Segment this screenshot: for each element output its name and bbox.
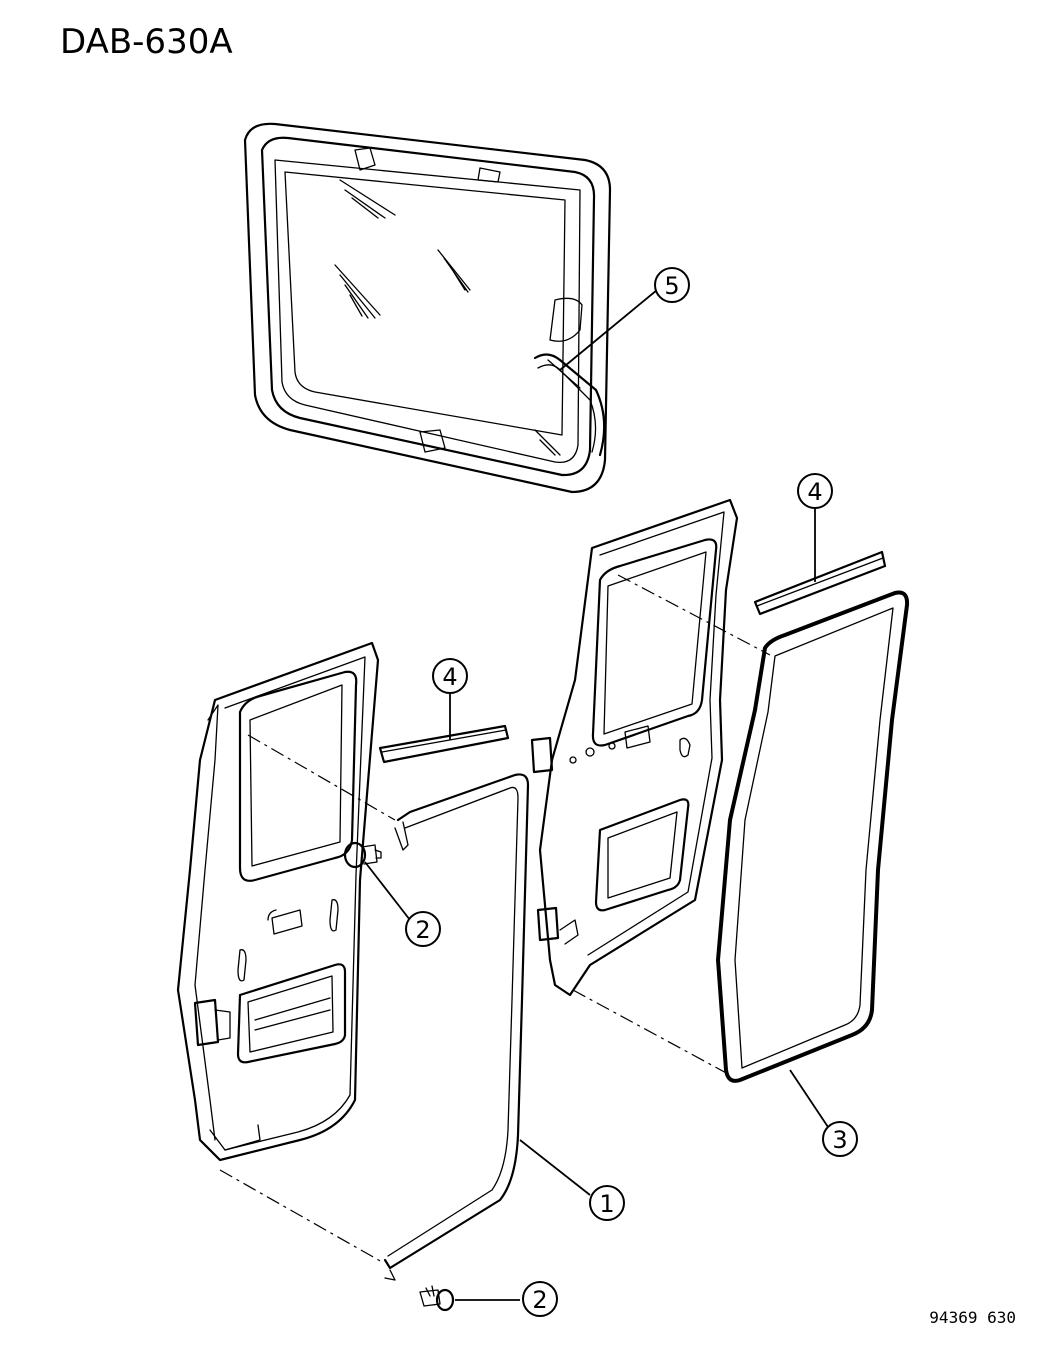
right-door-weatherstrip: [716, 590, 910, 1083]
alignment-lines: [219, 574, 771, 1263]
right-rear-door: [530, 498, 739, 997]
callout-3: 3: [822, 1121, 858, 1157]
left-door-weatherstrip: [383, 773, 530, 1281]
callout-label: 2: [415, 916, 430, 944]
callout-label: 2: [532, 1286, 547, 1314]
left-drip-strip: [378, 724, 510, 764]
left-rear-door: [176, 641, 380, 1162]
callout-2-upper: 2: [405, 911, 441, 947]
push-pin-fastener-upper: [343, 841, 382, 869]
leader-lines: [364, 289, 831, 1301]
callout-2-lower: 2: [522, 1281, 558, 1317]
callout-4-left: 4: [432, 658, 468, 694]
right-drip-strip: [753, 550, 887, 616]
callout-4-right: 4: [797, 473, 833, 509]
window-glass-assembly: [243, 122, 612, 494]
callout-label: 4: [442, 663, 457, 691]
push-pin-fastener-lower: [419, 1285, 455, 1312]
diagram-title: DAB-630A: [60, 22, 233, 62]
part-number: 94369 630: [929, 1308, 1016, 1327]
callout-5: 5: [654, 267, 690, 303]
callout-label: 5: [664, 272, 679, 300]
callout-1: 1: [589, 1185, 625, 1221]
callout-label: 4: [807, 478, 822, 506]
callout-label: 3: [832, 1126, 847, 1154]
callout-label: 1: [599, 1190, 614, 1218]
